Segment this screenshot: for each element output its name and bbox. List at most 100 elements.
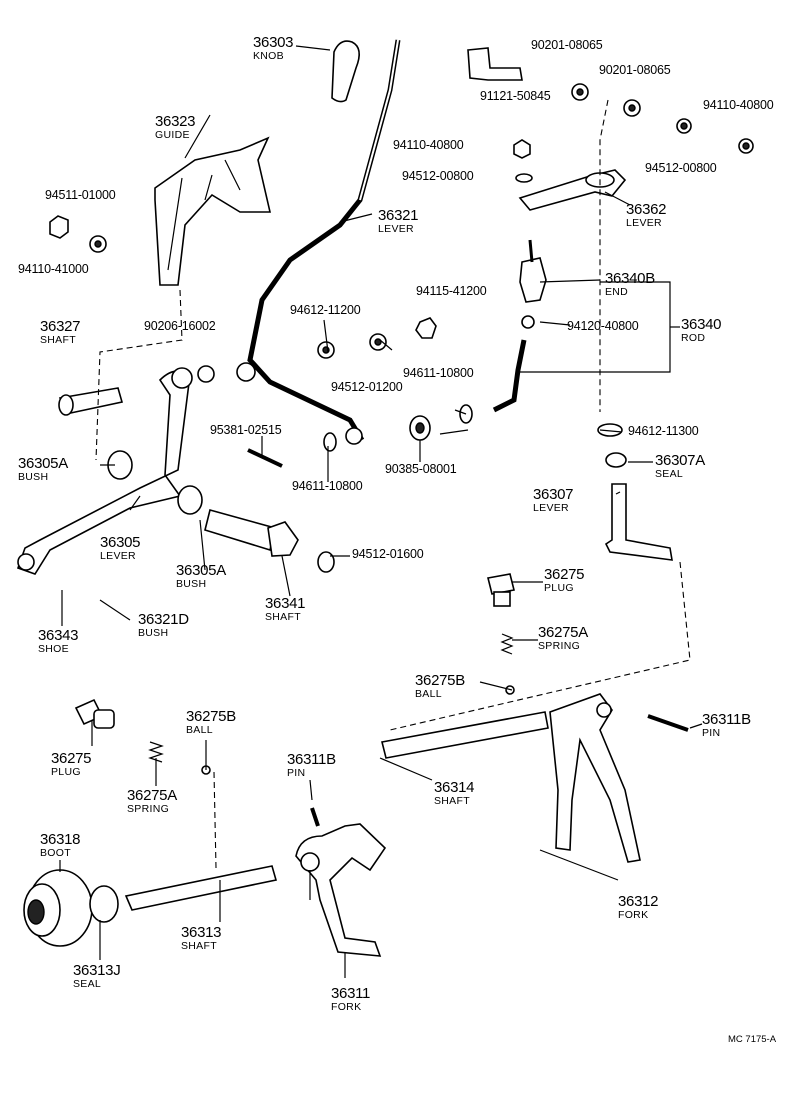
label-lever-36362: 36362 LEVER	[626, 201, 667, 229]
part-name: FORK	[618, 909, 649, 921]
label-lever-36305: 36305 LEVER	[100, 534, 141, 562]
part-name: SHAFT	[181, 940, 217, 952]
bolt-shape	[467, 47, 523, 81]
part-number: 36307A	[655, 452, 705, 469]
lever-36305-shape	[16, 370, 191, 575]
label-pin-left: 36311B PIN	[287, 752, 336, 779]
part-number: 36311	[331, 985, 371, 1002]
hw-94120-40800: 94120-40800	[567, 319, 639, 333]
label-spring-left: 36275A SPRING	[127, 788, 177, 815]
rod-shape	[492, 339, 527, 413]
part-name: PIN	[702, 727, 721, 739]
part-name: PIN	[287, 767, 306, 779]
part-number: 36313J	[73, 962, 121, 979]
part-name: SHAFT	[40, 334, 76, 346]
part-number: 36321D	[138, 611, 189, 628]
part-name: LEVER	[626, 217, 662, 229]
part-name: END	[605, 286, 629, 298]
hw-94115-41200: 94115-41200	[416, 284, 487, 298]
part-number: 36343	[38, 627, 79, 644]
part-name: SHOE	[38, 643, 69, 655]
label-fork-36311: 36311 FORK	[331, 986, 370, 1013]
label-shaft-36313: 36313 SHAFT	[181, 924, 222, 952]
label-spring-right: 36275A SPRING	[538, 625, 588, 652]
part-number: 36275	[544, 566, 585, 583]
part-number: 36275B	[415, 672, 465, 689]
hw-94110-41000: 94110-41000	[18, 262, 89, 276]
part-name: BUSH	[18, 471, 49, 483]
guide-shape	[154, 136, 272, 286]
part-number: 36275A	[538, 624, 588, 641]
part-name: BALL	[186, 724, 213, 736]
part-number: 36275	[51, 750, 92, 767]
part-number: 36303	[253, 34, 294, 51]
hw-94512-01600: 94512-01600	[352, 547, 424, 561]
label-bush-36305a-right: 36305A BUSH	[176, 563, 226, 590]
hw-94612-11200: 94612-11200	[290, 303, 361, 317]
shaft-36341-shape	[204, 509, 276, 552]
part-name: LEVER	[378, 223, 414, 235]
part-name: SHAFT	[265, 611, 301, 623]
label-pin-right: 36311B PIN	[702, 712, 751, 739]
part-number: 36305A	[18, 455, 68, 472]
part-number: 36311B	[287, 751, 336, 768]
hw-94512-01200: 94512-01200	[331, 380, 403, 394]
hw-94110-40800-b: 94110-40800	[393, 138, 464, 152]
part-name: SPRING	[538, 640, 581, 652]
part-number: 36362	[626, 201, 667, 218]
part-name: SHAFT	[434, 795, 470, 807]
label-plug-right: 36275 PLUG	[544, 566, 585, 594]
part-number: 36305A	[176, 562, 226, 579]
label-ball-right: 36275B BALL	[415, 673, 465, 700]
hw-95381-02515: 95381-02515	[210, 423, 282, 437]
hw-94611-10800-top: 94611-10800	[403, 366, 474, 380]
part-number: 36311B	[702, 711, 751, 728]
part-name: SPRING	[127, 803, 170, 815]
part-number: 36313	[181, 924, 222, 941]
label-shaft-36327: 36327 SHAFT	[40, 318, 81, 346]
part-name: KNOB	[253, 50, 284, 62]
hw-94612-11300: 94612-11300	[628, 424, 699, 438]
label-shaft-36341: 36341 SHAFT	[265, 596, 306, 623]
part-name: BALL	[415, 688, 442, 700]
part-number: 36305	[100, 534, 141, 551]
part-number: 36307	[533, 486, 574, 503]
hw-94512-00800-b: 94512-00800	[645, 161, 717, 175]
hw-94512-00800-a: 94512-00800	[402, 169, 474, 183]
hw-90201-08065-a: 90201-08065	[531, 38, 603, 52]
label-fork-36312: 36312 FORK	[618, 893, 659, 921]
label-guide: 36323 GUIDE	[155, 113, 196, 141]
part-name: SEAL	[73, 978, 102, 990]
part-number: 36323	[155, 113, 196, 130]
part-name: BUSH	[138, 627, 169, 639]
part-number: 36318	[40, 831, 81, 848]
label-shoe: 36343 SHOE	[38, 627, 79, 655]
part-number: 36327	[40, 318, 81, 335]
rod-end-shape	[519, 257, 547, 303]
label-bush-36321d: 36321D BUSH	[138, 612, 189, 639]
label-plug-left: 36275 PLUG	[51, 750, 92, 778]
part-name: PLUG	[544, 582, 574, 594]
part-name: FORK	[331, 1001, 362, 1013]
label-lever-36321: 36321 LEVER	[378, 208, 419, 235]
label-seal-36307a: 36307A SEAL	[655, 453, 705, 480]
hw-90385-08001: 90385-08001	[385, 462, 457, 476]
knob-shape	[331, 40, 360, 103]
label-knob: 36303 KNOB	[253, 34, 294, 62]
part-name: ROD	[681, 332, 706, 344]
label-bush-36305a-left: 36305A BUSH	[18, 456, 68, 483]
label-lever-36307: 36307 LEVER	[533, 486, 574, 514]
part-name: SEAL	[655, 468, 684, 480]
hw-90206-16002: 90206-16002	[144, 319, 216, 333]
diagram-code: MC 7175-A	[728, 1034, 777, 1045]
part-number: 36275B	[186, 708, 236, 725]
label-ball-left: 36275B BALL	[186, 709, 236, 736]
part-number: 36312	[618, 893, 659, 910]
part-name: LEVER	[533, 502, 569, 514]
part-name: BUSH	[176, 578, 207, 590]
lever-36307-shape	[604, 483, 673, 561]
label-shaft-36314: 36314 SHAFT	[434, 780, 475, 807]
hw-90201-08065-b: 90201-08065	[599, 63, 671, 77]
part-number: 36275A	[127, 787, 177, 804]
